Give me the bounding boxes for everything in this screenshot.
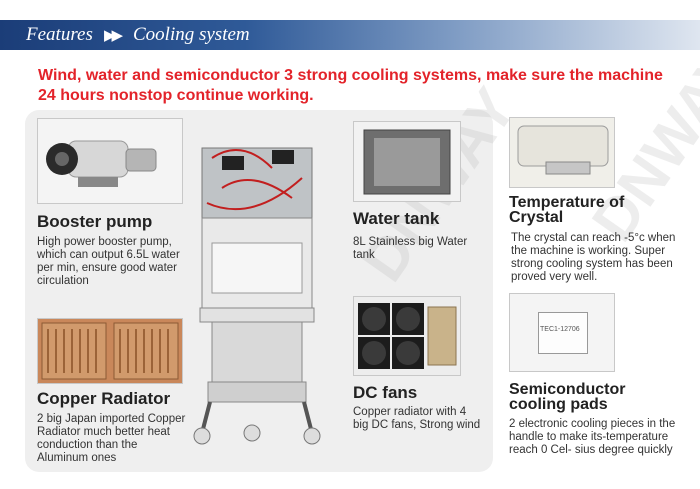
section-banner: Features ▶▶ Cooling system: [0, 20, 700, 50]
water-tank-desc: 8L Stainless big Water tank: [353, 236, 468, 261]
copper-radiator-photo: [37, 318, 183, 384]
crystal-desc: The crystal can reach -5°c when the mach…: [511, 232, 676, 283]
booster-pump-title: Booster pump: [37, 212, 153, 231]
water-tank-photo: [353, 121, 461, 202]
crystal-photo: [509, 117, 615, 188]
chip-label: TEC1-12706: [540, 326, 580, 333]
dc-fans-title: DC fans: [353, 383, 418, 402]
copper-radiator-title: Copper Radiator: [37, 389, 171, 408]
semiconductor-photo: TEC1-12706: [509, 293, 615, 372]
copper-radiator-desc: 2 big Japan imported Copper Radiator muc…: [37, 413, 186, 464]
headline: Wind, water and semiconductor 3 strong c…: [38, 67, 663, 104]
semiconductor-title: Semiconductor cooling pads: [509, 381, 626, 413]
machine-photo: [192, 128, 332, 448]
dc-fans-desc: Copper radiator with 4 big DC fans, Stro…: [353, 406, 481, 431]
section-title: Cooling system: [133, 24, 250, 45]
booster-pump-photo: [37, 118, 183, 204]
double-chevron-right-icon: ▶▶: [104, 27, 123, 44]
features-label: Features: [26, 24, 93, 45]
booster-pump-desc: High power booster pump, which can outpu…: [37, 236, 180, 287]
dc-fans-photo: [353, 296, 461, 376]
crystal-title: Temperature of Crystal: [509, 194, 625, 226]
semiconductor-desc: 2 electronic cooling pieces in the handl…: [509, 418, 676, 456]
water-tank-title: Water tank: [353, 209, 440, 228]
